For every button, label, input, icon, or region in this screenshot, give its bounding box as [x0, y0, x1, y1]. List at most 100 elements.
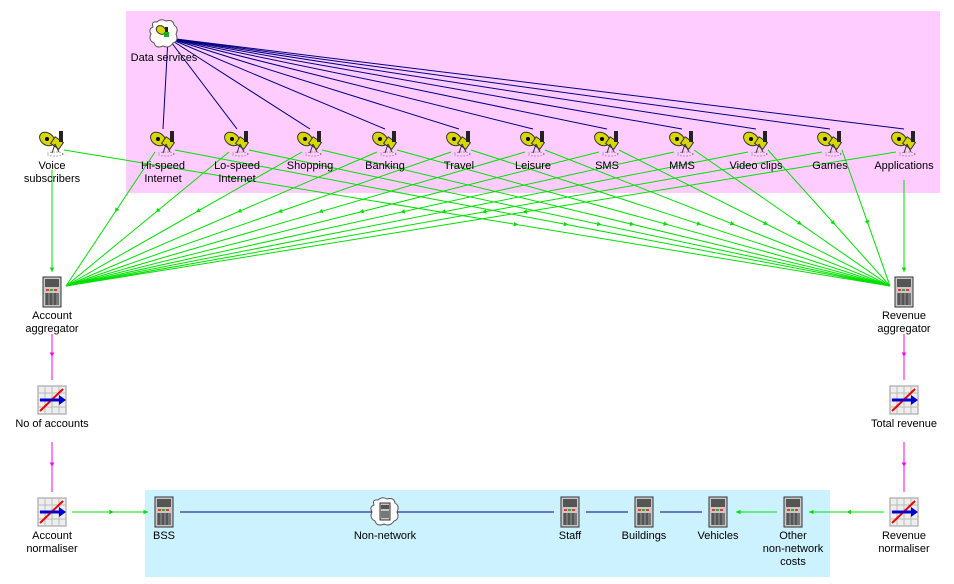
data-services-group [126, 11, 940, 193]
server-icon [147, 495, 181, 529]
node-video[interactable]: Video clips [711, 125, 801, 173]
link-video-to-revenue [767, 149, 891, 287]
satellite-dish-icon [35, 125, 69, 159]
arrow-voice-to-account [49, 267, 55, 272]
link-banking-to-account [65, 151, 378, 287]
arrow-games-to-account [481, 209, 487, 214]
arrow-banking-to-revenue [663, 221, 669, 226]
node-account-norm[interactable]: Account normaliser [7, 495, 97, 556]
node-label: Total revenue [870, 418, 938, 430]
node-mms[interactable]: MMS [637, 125, 727, 173]
node-nonnetwork[interactable]: Non-network [340, 495, 430, 543]
node-revenue-norm[interactable]: Revenue normaliser [859, 495, 949, 556]
node-applications[interactable]: Applications [859, 125, 949, 173]
link-voice-to-revenue [63, 149, 891, 287]
node-no-accounts[interactable]: No of accounts [7, 383, 97, 431]
cloud-server-icon [368, 495, 402, 529]
node-label: SMS [595, 160, 619, 172]
arrow-applications-to-account [522, 209, 528, 214]
arrow-travel-to-account [277, 208, 283, 213]
node-label: Shopping [286, 160, 334, 172]
link-leisure-to-account [65, 151, 526, 287]
arrow-mms-to-revenue [796, 220, 802, 225]
arrow-revenuenorm-to-other [846, 509, 851, 515]
node-travel[interactable]: Travel [414, 125, 504, 173]
node-banking[interactable]: Banking [340, 125, 430, 173]
node-label: Video clips [729, 160, 783, 172]
node-label: Games [812, 160, 848, 172]
link-games-to-account [65, 151, 823, 287]
node-revenue-agg[interactable]: Revenue aggregator [859, 275, 949, 336]
node-other-costs[interactable]: Other non-network costs [748, 495, 838, 569]
node-label: MMS [669, 160, 695, 172]
server-icon [701, 495, 735, 529]
link-sms-to-revenue [618, 149, 891, 287]
node-label: Data services [130, 52, 198, 64]
link-travel-to-account [65, 151, 452, 287]
node-label: Voice subscribers [23, 160, 81, 185]
node-buildings[interactable]: Buildings [599, 495, 689, 543]
arrow-totalrevenue-to-revenuenorm [901, 462, 907, 467]
node-bss[interactable]: BSS [119, 495, 209, 543]
node-voice[interactable]: Voice subscribers [7, 125, 97, 186]
arrow-sms-to-revenue [763, 220, 769, 225]
node-label: Lo-speed Internet [214, 160, 260, 185]
arrow-shopping-to-account [195, 208, 201, 213]
node-label: Leisure [514, 160, 552, 172]
server-icon [553, 495, 587, 529]
node-label: Hi-speed Internet [140, 160, 186, 185]
arrow-accountnorm-to-bss-end [143, 509, 148, 515]
satellite-dish-icon [442, 125, 476, 159]
server-icon [776, 495, 810, 529]
graph-icon [35, 495, 69, 529]
arrow-lospeed-to-revenue [596, 221, 602, 227]
link-games-to-revenue [841, 149, 891, 287]
arrow-revenuenorm-to-other-end [809, 509, 814, 515]
link-data-services-to-lospeed [167, 37, 238, 130]
node-label: Revenue aggregator [877, 310, 931, 335]
link-data-services-to-hispeed [162, 37, 169, 130]
node-staff[interactable]: Staff [525, 495, 615, 543]
node-account-agg[interactable]: Account aggregator [7, 275, 97, 336]
arrow-lospeed-to-account [155, 207, 161, 213]
satellite-dish-icon [665, 125, 699, 159]
node-label: Account aggregator [25, 310, 79, 335]
graph-icon [887, 383, 921, 417]
node-label: Other non-network costs [762, 530, 824, 568]
arrow-shopping-to-revenue [629, 221, 635, 226]
node-label: Travel [443, 160, 475, 172]
node-label: Banking [365, 160, 405, 172]
node-hispeed[interactable]: Hi-speed Internet [118, 125, 208, 186]
node-leisure[interactable]: Leisure [488, 125, 578, 173]
cloud-icon [147, 17, 181, 51]
node-sms[interactable]: SMS [562, 125, 652, 173]
satellite-dish-icon [293, 125, 327, 159]
satellite-dish-icon [590, 125, 624, 159]
link-hispeed-to-revenue [174, 149, 891, 287]
link-shopping-to-account [65, 151, 303, 287]
node-games[interactable]: Games [785, 125, 875, 173]
arrow-leisure-to-revenue [729, 221, 735, 226]
node-data-services[interactable]: Data services [119, 17, 209, 65]
node-total-revenue[interactable]: Total revenue [859, 383, 949, 431]
server-icon [887, 275, 921, 309]
link-data-services-to-applications [167, 37, 905, 130]
link-data-services-to-games [167, 37, 831, 130]
node-label: Staff [558, 530, 582, 542]
node-lospeed[interactable]: Lo-speed Internet [192, 125, 282, 186]
node-vehicles[interactable]: Vehicles [673, 495, 763, 543]
link-leisure-to-revenue [544, 149, 891, 287]
link-video-to-account [65, 151, 749, 287]
link-data-services-to-sms [167, 37, 608, 130]
arrow-hispeed-to-revenue [563, 221, 569, 227]
link-lospeed-to-revenue [248, 149, 891, 287]
link-data-services-to-video [167, 37, 757, 130]
link-mms-to-revenue [693, 149, 891, 287]
graph-icon [35, 383, 69, 417]
arrow-sms-to-account [359, 209, 365, 214]
node-shopping[interactable]: Shopping [265, 125, 355, 173]
server-icon [627, 495, 661, 529]
arrow-travel-to-revenue [696, 221, 702, 226]
arrow-banking-to-account [237, 208, 243, 213]
link-travel-to-revenue [470, 149, 891, 287]
